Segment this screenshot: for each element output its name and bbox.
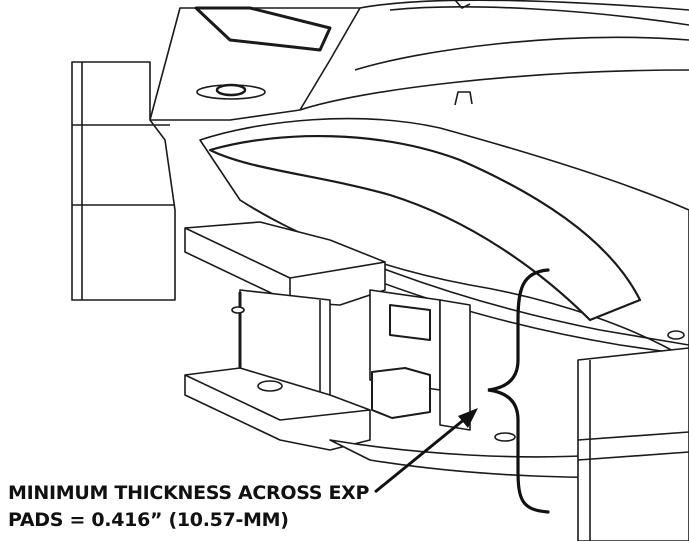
bottom-hole — [495, 433, 515, 441]
right-block-seam — [578, 432, 689, 440]
pillar — [440, 300, 470, 430]
leader-arrow — [374, 408, 478, 494]
inner-ring-curve-2 — [300, 70, 689, 110]
top-ring-inner — [390, 7, 689, 25]
thickness-brace — [487, 268, 550, 514]
ring-lower-edge — [240, 200, 689, 345]
inner-ring-step — [455, 92, 472, 105]
upper-pad — [185, 222, 385, 305]
flange-ring-part — [72, 0, 689, 541]
small-key-upper — [390, 305, 430, 340]
top-ring-outer — [360, 0, 689, 10]
ring-raised-pad — [210, 136, 640, 320]
callout-line-1: MINIMUM THICKNESS ACROSS EXP — [8, 482, 370, 504]
right-block-seam-2 — [578, 452, 689, 460]
small-key-lower — [372, 368, 430, 418]
right-block — [578, 348, 689, 541]
right-hole — [668, 331, 684, 339]
lower-pad — [185, 368, 370, 450]
lower-pad-top — [185, 375, 370, 420]
arm-hole-inner — [217, 85, 245, 95]
top-tab — [455, 0, 470, 8]
inner-ring-curve — [355, 37, 689, 70]
ring-hole-left — [232, 307, 244, 313]
upper-arm-pocket — [196, 8, 330, 50]
lower-pad-hole — [258, 381, 282, 391]
callout-line-2: PADS = 0.416” (10.57-MM) — [8, 509, 289, 531]
left-block — [72, 62, 175, 300]
